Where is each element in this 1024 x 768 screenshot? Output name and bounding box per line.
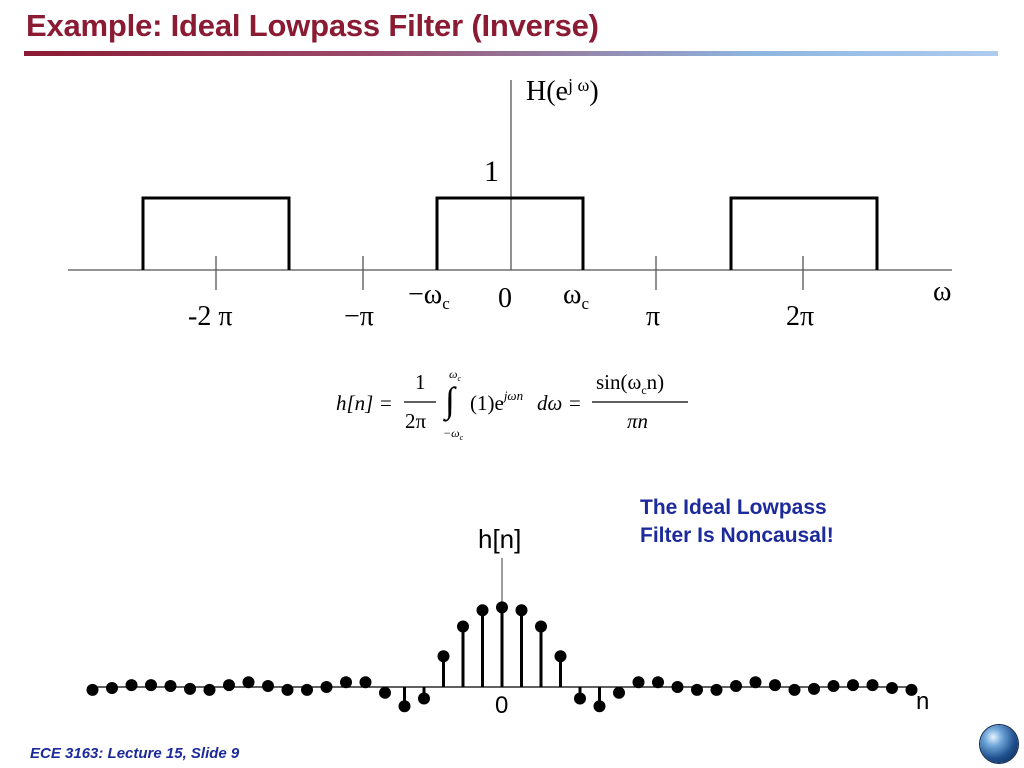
note-line-1: The Ideal Lowpass [640, 496, 827, 519]
stem-point [164, 680, 177, 693]
stem-point [203, 683, 216, 696]
label-wc: ωc [563, 279, 589, 313]
fraction-denominator: 2π [405, 409, 427, 433]
rhs-denominator: πn [627, 409, 648, 433]
stem-point [710, 683, 723, 696]
inverse-dtft-equation: h[n] = 1 2π ∫ ωc −ωc (1)ejωn dω = sin(ωc… [336, 367, 688, 442]
globe-logo-icon [980, 725, 1018, 763]
stem-point [106, 681, 118, 694]
noncausal-note: The Ideal Lowpass Filter Is Noncausal! [640, 494, 900, 550]
stem-point [281, 683, 294, 696]
stem-point [340, 676, 352, 689]
label-zero: 0 [498, 283, 512, 314]
seq-ylabel: h[n] [478, 524, 521, 554]
stem-point [671, 681, 684, 693]
stem-point [457, 620, 469, 633]
stem-point [905, 683, 918, 696]
stem-point [242, 676, 255, 689]
stem-point [379, 686, 391, 699]
stem-point [535, 620, 547, 633]
stem-point [125, 679, 138, 692]
label-two-pi: 2π [786, 301, 814, 332]
pulse-center [435, 196, 585, 270]
stem-point [788, 683, 801, 696]
stem-point [613, 686, 625, 699]
seq-xlabel: n [916, 688, 929, 715]
stem-point [749, 676, 762, 689]
stem-point [86, 683, 99, 696]
label-neg-two-pi: -2 π [188, 301, 232, 332]
integral-upper-limit: ωc [449, 367, 461, 383]
stem-series [86, 601, 918, 713]
integral-lower-limit: −ωc [443, 426, 464, 442]
height-label: 1 [484, 155, 499, 188]
freq-ylabel: H(ej ω) [526, 75, 599, 107]
stem-point [847, 679, 859, 692]
stem-point [496, 601, 508, 614]
stem-point [886, 681, 898, 694]
stem-point [574, 692, 586, 705]
impulse-response-plot: h[n] n 0 [86, 524, 929, 719]
stem-point [515, 604, 528, 617]
stem-point [827, 680, 840, 693]
slide-footer: ECE 3163: Lecture 15, Slide 9 [30, 745, 240, 762]
stem-point [437, 650, 450, 663]
stem-point [418, 692, 430, 705]
fraction-numerator: 1 [415, 370, 426, 394]
stem-point [398, 700, 411, 713]
stem-point [476, 604, 489, 617]
pulse-right [729, 196, 879, 270]
equation-lhs: h[n] = [336, 391, 393, 415]
stem-point [730, 680, 742, 693]
stem-point [184, 682, 196, 695]
stem-point [554, 650, 567, 663]
seq-zero-label: 0 [495, 692, 508, 719]
pulse-left [141, 196, 291, 270]
stem-point [320, 681, 333, 693]
stem-point [769, 679, 781, 692]
integral-sign: ∫ [443, 380, 457, 422]
integrand: (1)ejωn [470, 388, 523, 415]
freq-xlabel: ω [933, 276, 951, 307]
stem-point [262, 680, 274, 693]
stem-point [145, 679, 157, 692]
stem-point [593, 700, 606, 713]
title-rule [24, 51, 998, 56]
rhs-numerator: sin(ωcn) [596, 370, 664, 397]
label-pi: π [646, 301, 660, 332]
slide-title: Example: Ideal Lowpass Filter (Inverse) [26, 8, 599, 43]
stem-point [632, 676, 645, 689]
stem-point [301, 683, 313, 696]
stem-point [359, 676, 372, 689]
frequency-response-plot: H(ej ω) 1 ω -2 π −π −ωc 0 ωc π 2π [68, 75, 952, 332]
stem-point [808, 682, 820, 695]
note-line-2: Filter Is Noncausal! [640, 524, 834, 547]
label-neg-wc: −ωc [408, 279, 450, 313]
stem-point [223, 679, 235, 692]
stem-point [866, 679, 879, 692]
stem-point [691, 683, 703, 696]
stem-point [652, 676, 664, 689]
label-neg-pi: −π [344, 301, 374, 332]
differential: dω = [537, 391, 582, 415]
